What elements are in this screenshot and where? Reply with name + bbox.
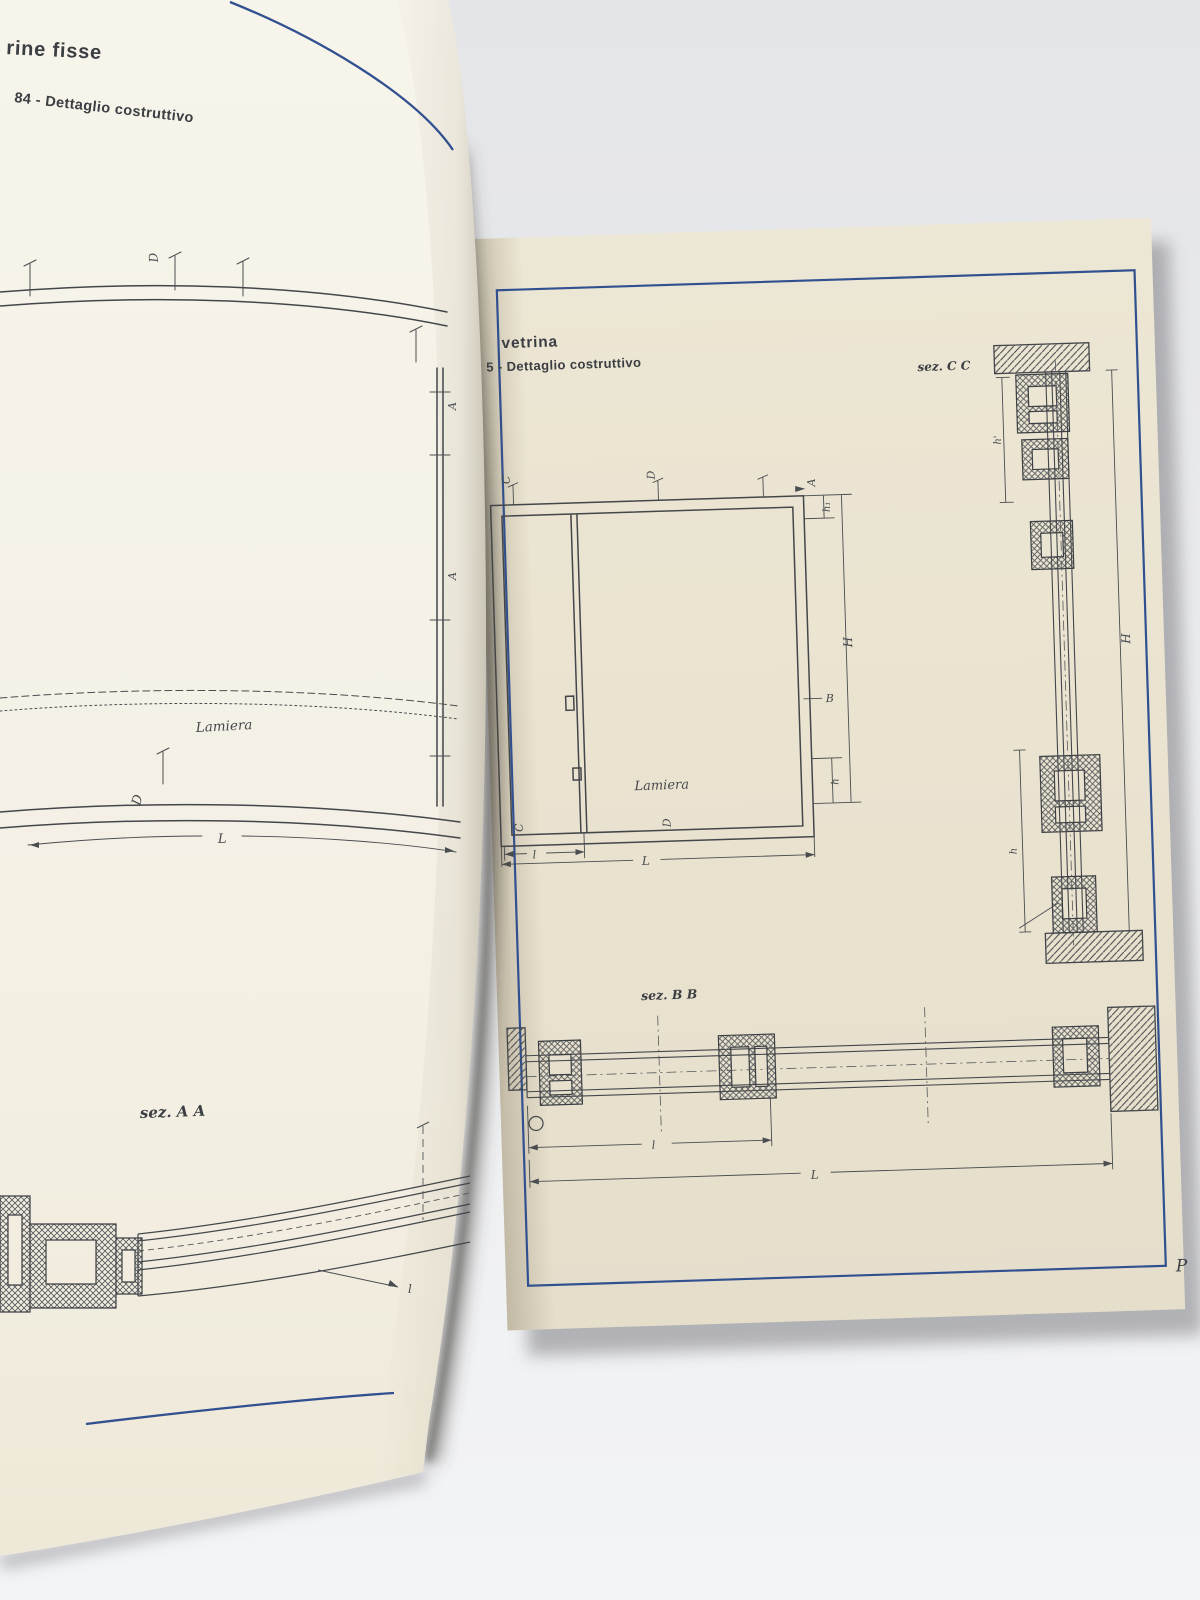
bb-fixing-detail-circle (528, 1115, 544, 1132)
aa-dashed-line (137, 1192, 471, 1252)
page-corner-letter: P (1175, 1256, 1189, 1276)
cc-dim-h: h (1009, 848, 1020, 855)
right-page-blue-border (495, 269, 1167, 1287)
section-cc-title: sez. C C (917, 358, 971, 374)
left-elevation-drawing: D A A Lamiera D L (0, 251, 461, 853)
section-bb-title: sez. B B (641, 986, 698, 1003)
left-page-title: rine fisse (6, 37, 103, 64)
left-elevation-ticks (23, 251, 451, 785)
aa-profile-sections (0, 1195, 143, 1313)
right-page: vetrina 5 - Dettaglio costruttivo C D A … (473, 217, 1189, 1331)
aa-dimension-arrowhead (388, 1280, 398, 1287)
left-page-curl-shading (372, 0, 487, 1482)
bb-profile-sections (537, 1025, 1101, 1106)
left-page-paper (0, 0, 487, 1556)
dim-label-l: l (532, 848, 536, 861)
left-elevation-frame-lines (0, 284, 461, 839)
left-elevation-dashed-line-1 (0, 689, 459, 707)
cc-dimension-lines (995, 369, 1136, 933)
left-elevation-dashed-line-2 (0, 702, 459, 720)
right-elevation-drawing: C D A h₁ H B h Lamiera C D l L (489, 470, 862, 868)
cc-centerline (1054, 360, 1075, 946)
left-elevation-length-dimension (27, 835, 457, 853)
tick-label-d-bottom: D (660, 818, 673, 828)
left-tick-d-bottom: D (129, 793, 147, 808)
dim-label-L: L (641, 854, 650, 868)
left-dim-L: L (217, 832, 227, 847)
bb-glazing-lines (525, 1036, 1110, 1099)
aa-dimension-lines (317, 1121, 430, 1288)
bb-centerlines (526, 1007, 1110, 1134)
dim-label-h1: h₁ (822, 501, 833, 512)
section-aa-title: sez. A A (140, 1102, 206, 1122)
elevation-dimension-lines (500, 474, 862, 867)
right-page-gutter-shading (473, 237, 556, 1331)
cc-wall-hatching (993, 342, 1144, 965)
cc-dim-h-prime: h' (993, 435, 1004, 445)
dim-label-a: A (805, 478, 818, 487)
bb-dim-L: L (810, 1168, 819, 1182)
cc-dim-H: H (1119, 632, 1133, 644)
lamiera-label: Lamiera (633, 778, 689, 795)
left-page: rine fisse 84 - Dettaglio costruttivo D … (0, 0, 487, 1556)
page-title: vetrina (501, 333, 558, 352)
tick-label-c-top: C (500, 475, 513, 484)
dim-label-H: H (841, 636, 855, 648)
right-page-header: vetrina 5 - Dettaglio costruttivo (486, 333, 642, 375)
dim-label-h: h (830, 778, 841, 785)
bb-dimension-lines (527, 1098, 1114, 1188)
tick-label-c-bottom: C (513, 823, 526, 832)
dim-label-B: B (825, 692, 834, 705)
section-bb-drawing: sez. B B l L (506, 986, 1159, 1188)
page-subtitle: 5 - Dettaglio costruttivo (486, 355, 642, 375)
bb-dim-l: l (652, 1139, 656, 1152)
left-dim-a-upper: A (446, 402, 459, 411)
section-aa-drawing: sez. A A l (0, 1102, 471, 1313)
left-tick-d-top: D (146, 252, 161, 264)
cc-glazing-lines (1045, 370, 1084, 934)
aa-dim-l: l (408, 1282, 412, 1296)
left-page-bottom-shadow (0, 1469, 428, 1569)
aa-glazing-lines (137, 1175, 471, 1297)
tick-label-d-top: D (645, 470, 658, 480)
left-page-blue-border (85, 0, 454, 1426)
left-dim-a-lower: A (446, 572, 459, 581)
section-cc-drawing: sez. C C h' H h (917, 342, 1144, 965)
left-lamiera-label: Lamiera (194, 717, 252, 736)
